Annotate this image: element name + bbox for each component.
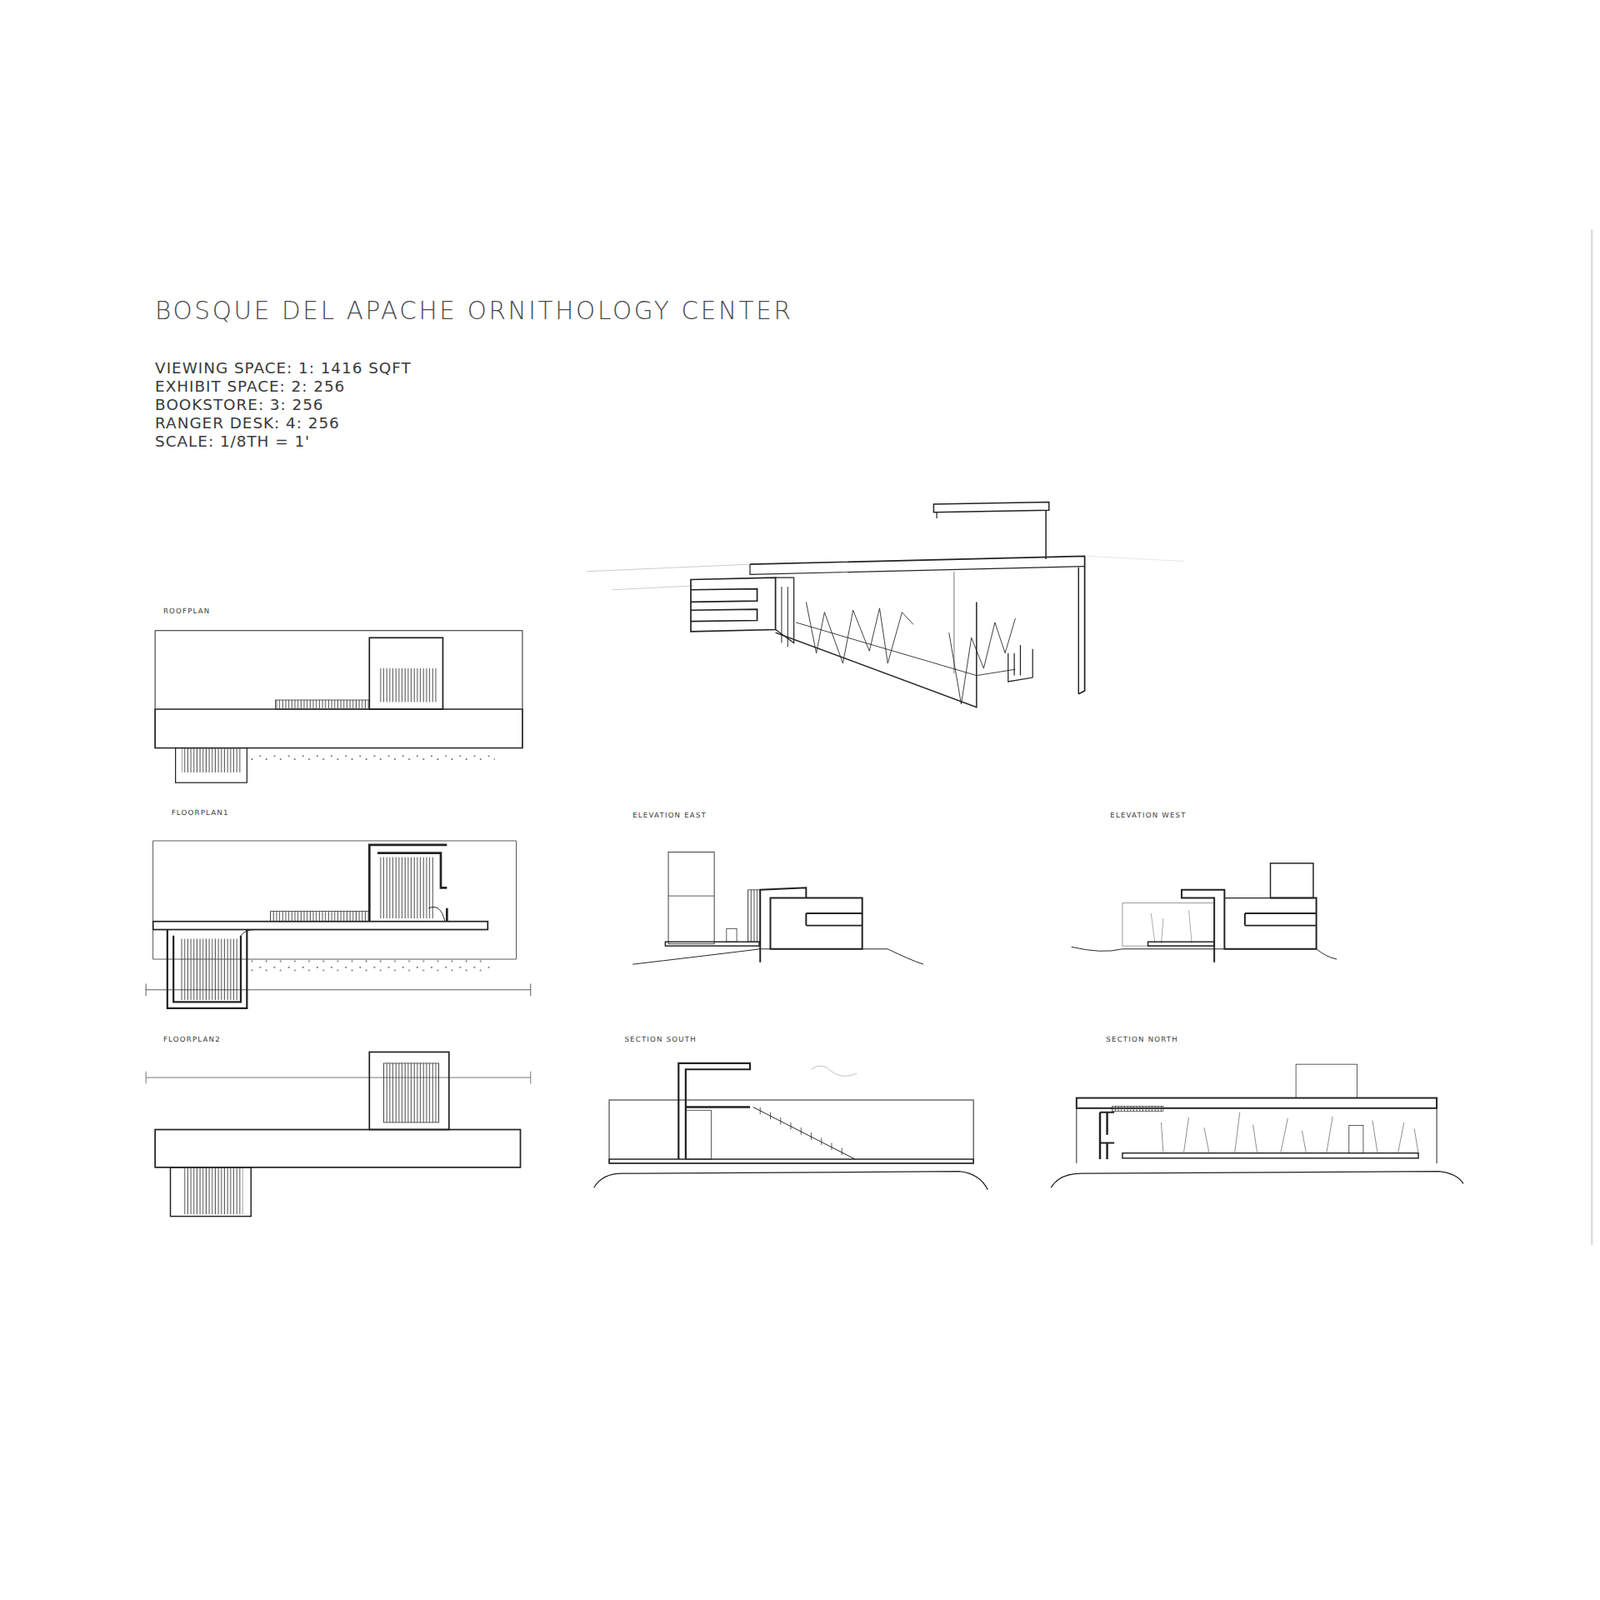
view-title: FLOORPLAN1 bbox=[171, 809, 230, 818]
roof-plan bbox=[155, 630, 523, 783]
program-line: EXHIBIT SPACE: 2: 256 bbox=[155, 377, 345, 396]
west-elevation bbox=[1071, 863, 1337, 963]
view-title: FLOORPLAN2 bbox=[163, 1035, 221, 1045]
view-title: SECTION NORTH bbox=[1105, 1035, 1179, 1045]
south-section bbox=[594, 1063, 989, 1190]
east-elevation bbox=[632, 851, 924, 965]
sheet-title: BOSQUE DEL APACHE ORNITHOLOGY CENTER bbox=[155, 296, 793, 325]
perspective-view bbox=[586, 501, 1184, 707]
view-title: ELEVATION WEST bbox=[1110, 810, 1186, 820]
view-title: ELEVATION EAST bbox=[632, 810, 707, 820]
program-line: BOOKSTORE: 3: 256 bbox=[155, 395, 324, 415]
north-section bbox=[1050, 1064, 1464, 1188]
program-line: RANGER DESK: 4: 256 bbox=[155, 414, 340, 433]
program-line: VIEWING SPACE: 1: 1416 SQFT bbox=[155, 359, 412, 378]
view-title: SECTION SOUTH bbox=[624, 1035, 697, 1045]
view-title: ROOFPLAN bbox=[163, 607, 211, 616]
floor-plan-1 bbox=[145, 840, 531, 1009]
floor-plan-2 bbox=[145, 1051, 531, 1216]
scale-note: SCALE: 1/8TH = 1' bbox=[155, 432, 310, 451]
